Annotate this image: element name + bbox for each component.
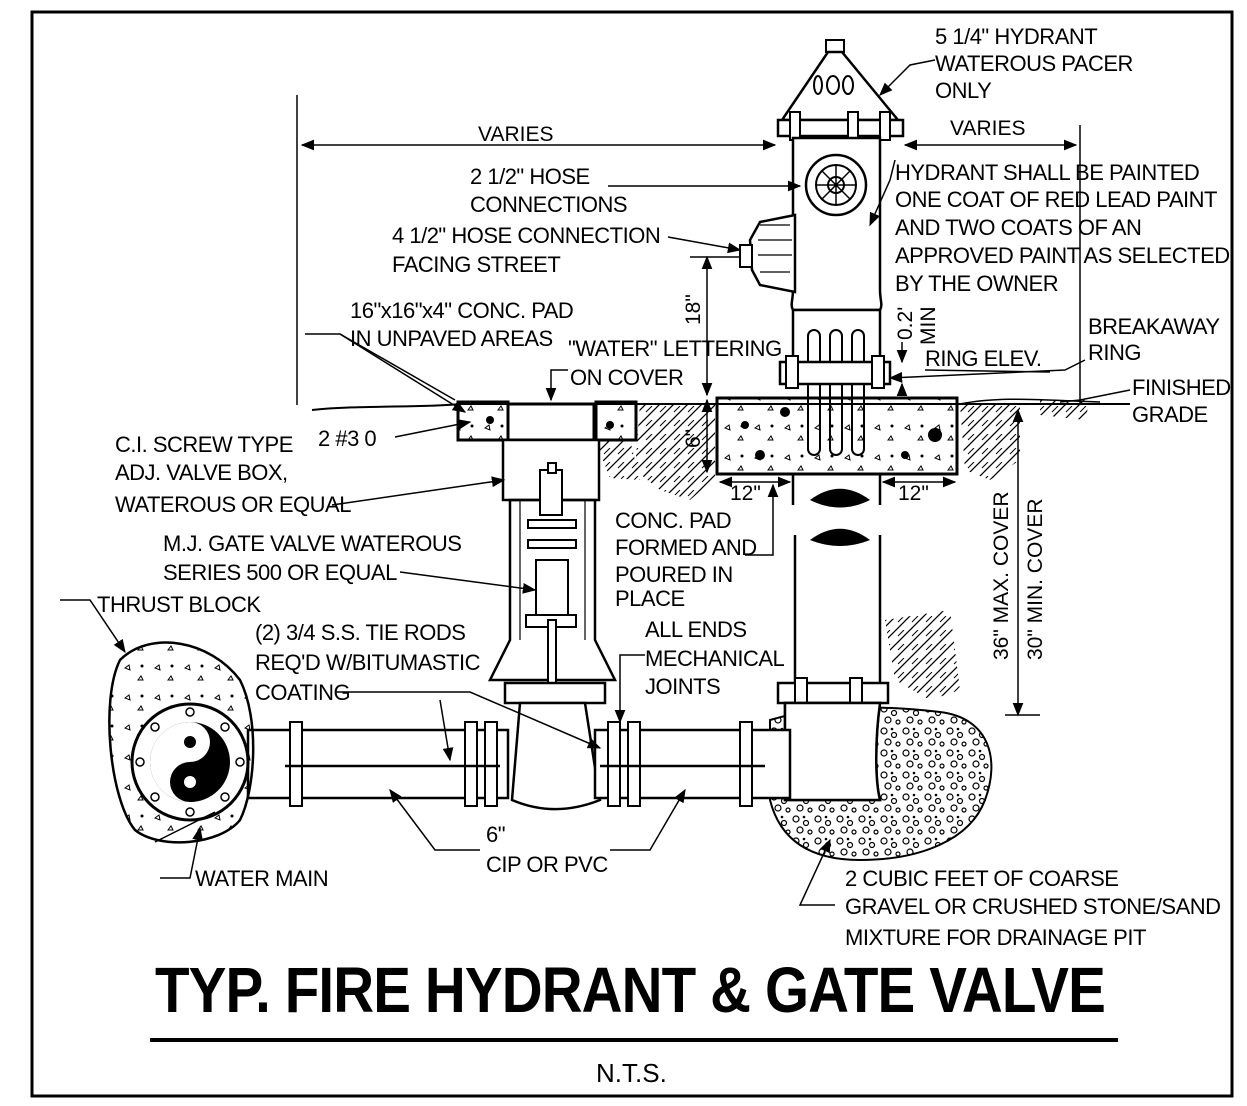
dim-6-label: 6" [682,429,705,448]
gate-valve-line-1: M.J. GATE VALVE WATEROUS [163,531,461,556]
pipe-size-label: 6" [486,822,505,847]
hose-25-line-2: CONNECTIONS [470,192,627,217]
water-lettering-line-2: ON COVER [570,365,683,390]
min-02-line-1: 0.2' [894,307,917,340]
ring-elev-label: RING ELEV. [925,346,1041,371]
water-main [130,702,250,822]
mech-joints-line-3: JOINTS [645,674,720,699]
pad-note-line-2: IN UNPAVED AREAS [350,326,553,351]
conc-pad-line-3: POURED IN [615,562,733,587]
water-lettering-line-1: "WATER" LETTERING [568,336,782,361]
finished-grade-line-2: GRADE [1132,402,1208,427]
hydrant-concrete-pad [715,396,959,476]
finished-grade-line-1: FINISHED [1132,375,1231,400]
dim-18-label: 18" [682,294,705,325]
water-main-label: WATER MAIN [195,866,328,891]
hose-25-line-1: 2 1/2" HOSE [470,164,590,189]
paint-note-line-4: APPROVED PAINT AS SELECTED [895,243,1230,268]
varies-label-left: VARIES [478,123,553,146]
hose-45-line-1: 4 1/2" HOSE CONNECTION [392,223,660,248]
valve-box-line-2: ADJ. VALVE BOX, [115,460,288,485]
max-cover-label: 36" MAX. COVER [990,491,1013,660]
valve-box-line-1: C.I. SCREW TYPE [115,432,293,457]
conc-pad-line-1: CONC. PAD [615,508,731,533]
min-02-line-2: MIN [917,307,940,346]
varies-label-right: VARIES [950,117,1025,140]
pad-note-line-1: 16"x16"x4" CONC. PAD [350,298,573,323]
paint-note-line-2: ONE COAT OF RED LEAD PAINT [895,187,1217,212]
tie-rods-line-3: COATING [255,680,350,705]
hydrant-model-line-2: WATEROUS PACER [935,51,1133,76]
conc-pad-line-2: FORMED AND [615,535,757,560]
paint-note-line-5: BY THE OWNER [895,271,1058,296]
finished-grade [311,398,1130,700]
paint-note-line-1: HYDRANT SHALL BE PAINTED [895,160,1199,185]
mech-joints-line-2: MECHANICAL [645,646,785,671]
min-cover-label: 30" MIN. COVER [1024,499,1047,661]
hose-45-line-2: FACING STREET [392,252,560,277]
tie-rods-line-1: (2) 3/4 S.S. TIE RODS [255,620,465,645]
leader-lines [60,59,1131,906]
sheet-border [30,10,1234,1098]
valve-box-pad [456,400,638,442]
gravel-line-2: GRAVEL OR CRUSHED STONE/SAND [845,894,1221,919]
gravel-line-3: MIXTURE FOR DRAINAGE PIT [845,925,1146,950]
paint-note-line-3: AND TWO COATS OF AN [895,215,1141,240]
thrust-block-label: THRUST BLOCK [97,592,261,617]
pipe-material-label: CIP OR PVC [486,852,608,877]
conc-pad-line-4: PLACE [615,586,685,611]
breakaway-line-2: RING [1088,340,1141,365]
dim-12-right-label: 12" [898,482,929,505]
breakaway-line-1: BREAKAWAY [1088,314,1220,339]
scale-note: N.T.S. [596,1058,667,1088]
drawing-title: TYP. FIRE HYDRANT & GATE VALVE [155,954,1105,1026]
gate-valve-line-2: SERIES 500 OR EQUAL [163,560,397,585]
tie-rods-line-2: REQ'D W/BITUMASTIC [255,650,481,675]
gravel-line-1: 2 CUBIC FEET OF COARSE [845,866,1118,891]
hydrant-model-line-3: ONLY [935,78,992,103]
gate-valve [503,462,607,811]
dim-12-left-label: 12" [730,482,761,505]
pad-dimensions [690,255,1051,717]
rebar-label: 2 #3 0 [318,426,376,451]
label-paint-note: HYDRANT SHALL BE PAINTED ONE COAT OF RED… [895,160,1230,296]
mech-joints-line-1: ALL ENDS [645,617,747,642]
water-pipe [246,721,792,807]
valve-box-line-3: WATEROUS OR EQUAL [115,492,351,517]
label-hydrant-model: 5 1/4" HYDRANT WATEROUS PACER ONLY [935,24,1133,103]
hydrant-model-line-1: 5 1/4" HYDRANT [935,24,1097,49]
